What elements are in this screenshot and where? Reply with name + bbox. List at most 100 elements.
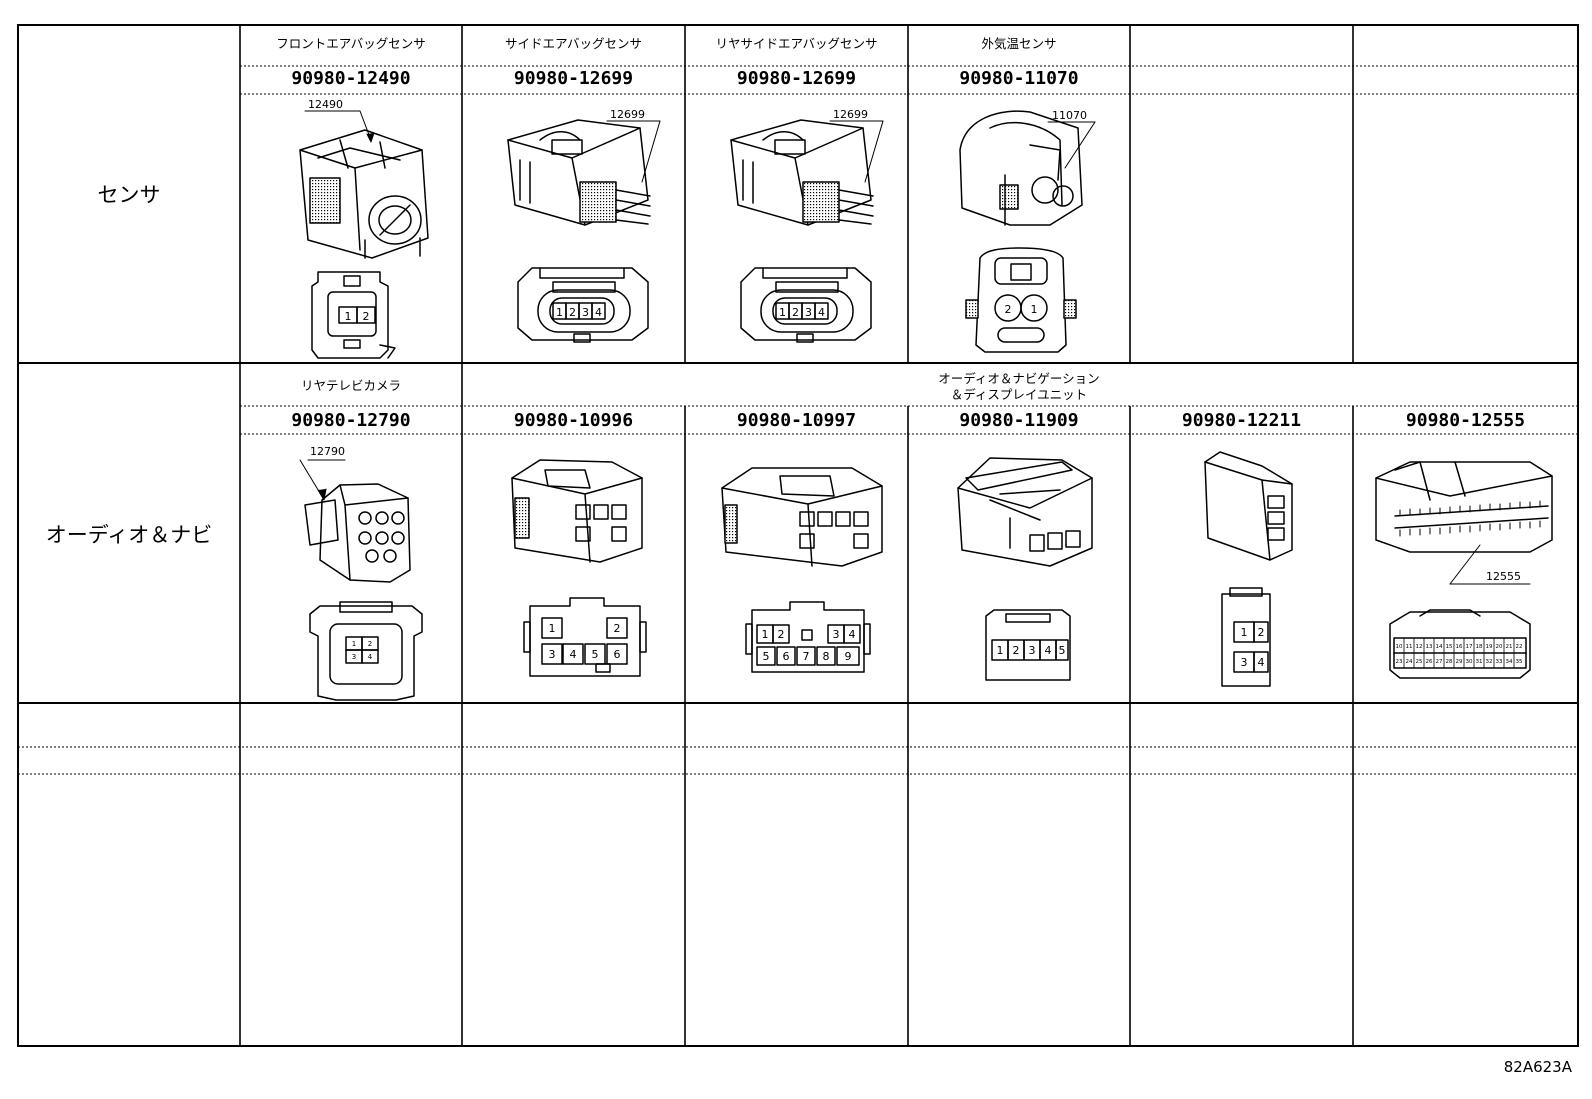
pin-number: 3	[582, 306, 589, 319]
pin-number: 3	[805, 306, 812, 319]
pin-number: 6	[783, 650, 790, 663]
pin-number: 29	[1456, 659, 1463, 665]
pin-number: 21	[1506, 644, 1513, 650]
callout-number: 12490	[308, 98, 343, 111]
pin-number: 14	[1436, 644, 1443, 650]
pin-number: 8	[823, 650, 830, 663]
desc-side-airbag-sensor: サイドエアバッグセンサ	[504, 36, 642, 51]
connector-face-12790	[309, 601, 423, 701]
pin-number: 18	[1476, 644, 1483, 650]
pin-number: 1	[556, 306, 563, 319]
connector-3d-10996	[511, 459, 643, 563]
pin-number: 2	[778, 628, 785, 641]
callout-12555	[1449, 544, 1531, 585]
callout-12490	[304, 110, 375, 143]
pin-number: 1	[1031, 303, 1038, 316]
pin-number: 2	[1258, 626, 1265, 639]
pin-number: 27	[1436, 659, 1443, 665]
part-number: 90980-11070	[959, 68, 1079, 89]
pin-number: 5	[1059, 644, 1066, 657]
pin-number: 34	[1506, 659, 1513, 665]
pin-number: 4	[1258, 656, 1265, 669]
pin-number: 4	[1045, 644, 1052, 657]
pin-number: 3	[833, 628, 840, 641]
pin-number: 3	[352, 653, 356, 661]
category-audio-navi: オーディオ＆ナビ	[45, 523, 213, 547]
pin-number: 35	[1516, 659, 1523, 665]
pin-number: 4	[595, 306, 602, 319]
connector-3d-11909	[957, 457, 1093, 567]
part-number: 90980-12211	[1181, 410, 1302, 431]
connector-3d-12211	[1204, 451, 1293, 561]
pin-number: 24	[1406, 659, 1413, 665]
connector-face-12211	[1221, 587, 1271, 687]
callout-12699-rear	[829, 120, 884, 183]
part-number: 90980-12699	[513, 68, 634, 89]
pin-number: 2	[569, 306, 576, 319]
callout-number: 12555	[1486, 570, 1521, 583]
callout-labels: 12490 12699 12699 11070 12790 12555	[308, 98, 1521, 583]
connector-3d-12555	[1375, 461, 1553, 553]
pin-number: 3	[1029, 644, 1036, 657]
pin-number: 17	[1466, 644, 1473, 650]
pin-number: 32	[1486, 659, 1493, 665]
desc-front-airbag-sensor: フロントエアバッグセンサ	[276, 36, 426, 51]
connector-3d-12699-rear	[730, 119, 874, 226]
pin-number: 19	[1486, 644, 1493, 650]
pin-number: 7	[803, 650, 810, 663]
pin-number: 1	[762, 628, 769, 641]
connector-face-12490	[311, 271, 396, 359]
pin-number: 28	[1446, 659, 1453, 665]
pin-number: 1	[1241, 626, 1248, 639]
desc-audio-navi-unit-line1: オーディオ＆ナビゲーション	[938, 371, 1100, 386]
pin-number: 1	[997, 644, 1004, 657]
table-grid	[17, 24, 1579, 1047]
pin-number: 26	[1426, 659, 1433, 665]
connector-3d-12790	[304, 483, 411, 583]
pin-number: 4	[368, 653, 373, 661]
pin-number: 2	[1005, 303, 1012, 316]
pin-number: 30	[1466, 659, 1473, 665]
connector-3d-11070	[959, 110, 1083, 226]
part-number: 90980-12490	[291, 68, 411, 89]
pin-number: 16	[1456, 644, 1463, 650]
connector-face-10996	[523, 597, 647, 677]
connector-face-12555	[1389, 609, 1531, 679]
pin-number: 1	[779, 306, 786, 319]
callout-number: 11070	[1052, 109, 1087, 122]
connector-3d-12699-side	[507, 119, 651, 226]
pin-number: 1	[352, 640, 356, 648]
pin-number: 11	[1406, 644, 1413, 650]
pin-number: 5	[592, 648, 599, 661]
callout-number: 12790	[310, 445, 345, 458]
pin-number: 4	[570, 648, 577, 661]
connector-face-12699-rear	[740, 267, 872, 343]
pin-number: 5	[763, 650, 770, 663]
pin-number: 20	[1496, 644, 1503, 650]
pin-number: 31	[1476, 659, 1483, 665]
pin-number: 2	[792, 306, 799, 319]
category-sensor: センサ	[97, 183, 161, 207]
part-number: 90980-10996	[513, 410, 634, 431]
desc-rear-tv-camera: リヤテレビカメラ	[300, 378, 401, 393]
desc-rear-side-airbag-sensor: リヤサイドエアバッグセンサ	[715, 36, 878, 51]
pin-number: 2	[614, 622, 621, 635]
desc-outside-temp-sensor: 外気温センサ	[981, 36, 1057, 51]
part-number: 90980-12699	[736, 68, 857, 89]
part-number: 90980-10997	[736, 410, 857, 431]
connector-3d-10997	[721, 467, 883, 567]
connector-3d-12490	[299, 129, 429, 259]
pin-number: 1	[345, 310, 352, 323]
part-number: 90980-12555	[1405, 410, 1526, 431]
pin-number: 22	[1516, 644, 1523, 650]
pin-number: 3	[1241, 656, 1248, 669]
callout-number: 12699	[833, 108, 868, 121]
pin-number: 2	[1013, 644, 1020, 657]
pin-number: 6	[614, 648, 621, 661]
desc-audio-navi-unit-line2: ＆ディスプレイユニット	[950, 387, 1088, 402]
figure-code: 82A623A	[1503, 1058, 1572, 1076]
pin-number: 15	[1446, 644, 1453, 650]
pin-number: 1	[549, 622, 556, 635]
